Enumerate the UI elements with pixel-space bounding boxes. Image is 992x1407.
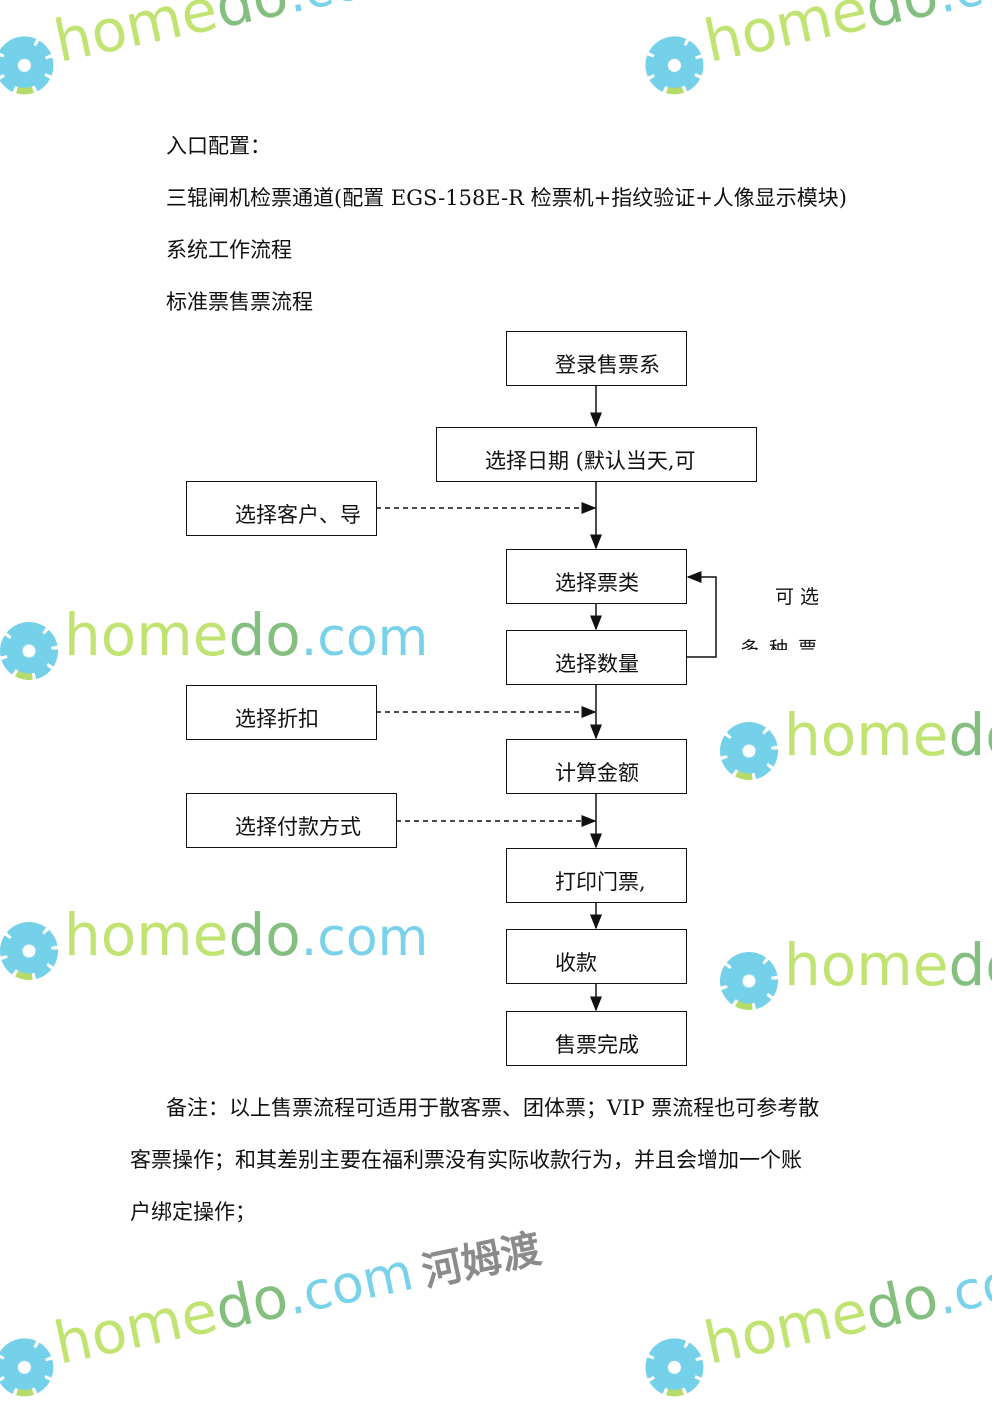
step-collect-payment: 收款 — [506, 929, 687, 984]
step-select-date: 选择日期 (默认当天,可 — [436, 427, 757, 482]
step-login: 登录售票系 — [506, 331, 687, 386]
step-select-payment: 选择付款方式 — [186, 793, 397, 848]
step-sale-complete: 售票完成 — [506, 1011, 687, 1066]
loop-arrow-more-tickets — [686, 571, 717, 658]
note-line-1: 备注：以上售票流程可适用于散客票、团体票；VIP 票流程也可参考散 — [166, 1096, 820, 1120]
turnstile-description: 三辊闸机检票通道(配置 EGS-158E-R 检票机+指纹验证+人像显示模块) — [166, 186, 847, 210]
loop-label-optional: 可选 — [775, 586, 826, 608]
note-line-3: 户绑定操作； — [130, 1200, 256, 1224]
entry-config-heading: 入口配置： — [166, 134, 271, 158]
step-select-discount: 选择折扣 — [186, 685, 377, 740]
step-calculate-amount: 计算金额 — [506, 739, 687, 794]
step-print-ticket: 打印门票, — [506, 848, 687, 903]
loop-label-multiple: 多种票 — [740, 638, 828, 650]
step-select-quantity: 选择数量 — [506, 630, 687, 685]
step-select-customer: 选择客户、导 — [186, 481, 377, 536]
standard-flow-heading: 标准票售票流程 — [166, 290, 313, 314]
step-select-ticket-type: 选择票类 — [506, 549, 687, 604]
note-line-2: 客票操作；和其差别主要在福利票没有实际收款行为，并且会增加一个账 — [130, 1148, 802, 1172]
workflow-heading: 系统工作流程 — [166, 238, 292, 262]
